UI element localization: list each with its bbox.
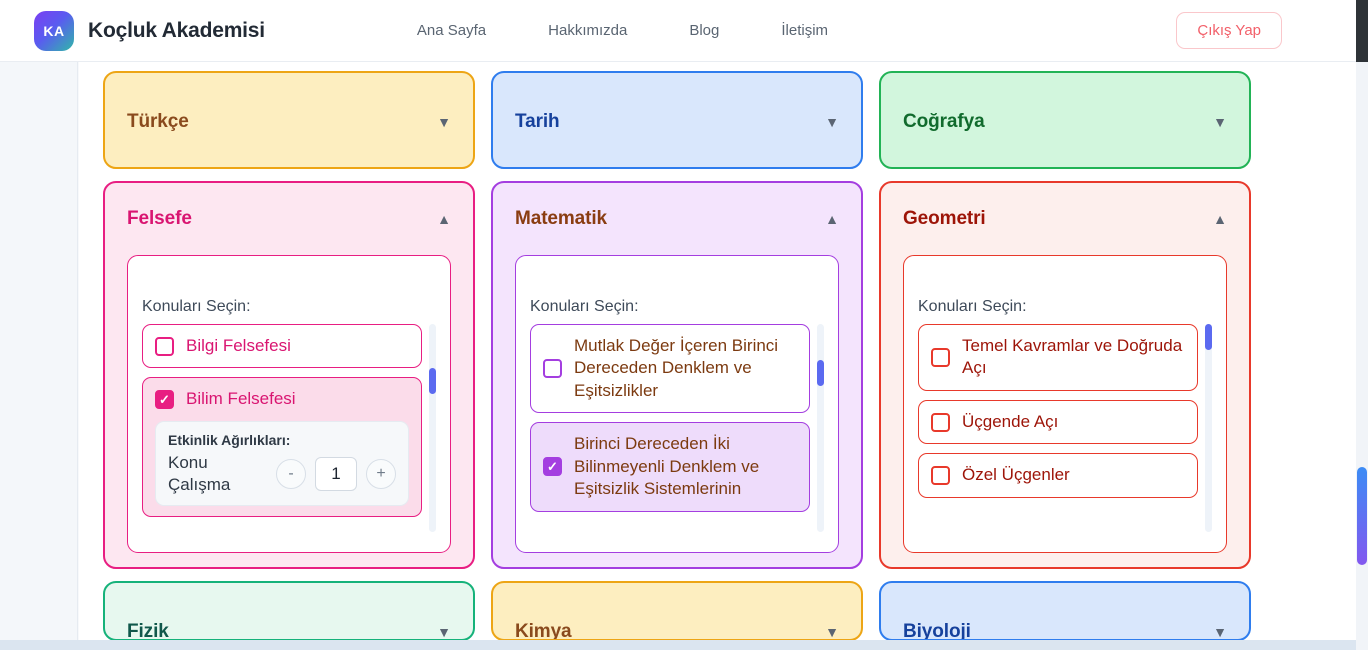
brand-title: Koçluk Akademisi	[88, 18, 265, 42]
card-title-tarih: Tarih	[515, 111, 560, 132]
scrollbar-track[interactable]	[817, 324, 824, 532]
subject-card-geometri[interactable]: Geometri ▲ Konuları Seçin: Temel Kavraml…	[879, 181, 1251, 569]
topic-item[interactable]: ✓ Birinci Dereceden İki Bilinmeyenli Den…	[530, 422, 810, 512]
nav-link-ana-sayfa[interactable]: Ana Sayfa	[416, 22, 487, 39]
scrollbar-thumb[interactable]	[817, 360, 824, 386]
scrollbar-thumb[interactable]	[1205, 324, 1212, 350]
card-title-geometri: Geometri	[903, 208, 986, 229]
subject-card-turkce[interactable]: Türkçe ▼	[103, 71, 475, 169]
topic-panel-felsefe: Konuları Seçin: Bilgi Felsefesi ✓ Bilim …	[127, 255, 451, 553]
subject-card-felsefe[interactable]: Felsefe ▲ Konuları Seçin: Bilgi Felsefes…	[103, 181, 475, 569]
card-title-turkce: Türkçe	[127, 111, 189, 132]
topic-item[interactable]: Özel Üçgenler	[918, 453, 1198, 498]
topic-panel-matematik: Konuları Seçin: Mutlak Değer İçeren Biri…	[515, 255, 839, 553]
topic-item[interactable]: Bilgi Felsefesi	[142, 324, 422, 369]
card-header-matematik[interactable]: Matematik ▲	[493, 183, 861, 255]
window-edge-strip	[1356, 0, 1368, 62]
checkbox-icon[interactable]: ✓	[543, 457, 562, 477]
left-gutter	[0, 62, 78, 650]
card-header-tarih[interactable]: Tarih ▼	[493, 73, 861, 171]
logo-icon: KA	[34, 10, 74, 51]
topic-item[interactable]: Mutlak Değer İçeren Birinci Dereceden De…	[530, 324, 810, 414]
topic-label: Bilim Felsefesi	[186, 389, 296, 409]
card-header-geometri[interactable]: Geometri ▲	[881, 183, 1249, 255]
chevron-down-icon[interactable]: ▼	[825, 624, 839, 640]
topic-label: Bilgi Felsefesi	[186, 336, 291, 355]
chevron-up-icon[interactable]: ▲	[825, 211, 839, 227]
decrement-button[interactable]: -	[276, 458, 306, 489]
checkbox-icon[interactable]	[543, 359, 562, 379]
scrollbar-track[interactable]	[429, 324, 436, 532]
topic-label: Üçgende Açı	[962, 411, 1059, 431]
subject-card-biyoloji[interactable]: Biyoloji ▼	[879, 581, 1251, 641]
browser-horizontal-scrollbar[interactable]	[0, 640, 1356, 650]
quantity-input[interactable]	[315, 456, 357, 491]
chevron-down-icon[interactable]: ▼	[437, 624, 451, 640]
topic-label: Temel Kavramlar ve Doğruda Açı	[962, 336, 1183, 378]
main-navigation: Ana Sayfa Hakkımızda Blog İletişim	[417, 22, 828, 39]
card-title-fizik: Fizik	[127, 621, 169, 641]
subject-card-cografya[interactable]: Coğrafya ▼	[879, 71, 1251, 169]
card-title-matematik: Matematik	[515, 208, 608, 229]
card-header-felsefe[interactable]: Felsefe ▲	[105, 183, 473, 255]
scrollbar-track[interactable]	[1205, 324, 1212, 532]
subject-card-fizik[interactable]: Fizik ▼	[103, 581, 475, 641]
topic-label: Birinci Dereceden İki Bilinmeyenli Denkl…	[574, 434, 760, 499]
weight-name: Konu Çalışma	[168, 452, 231, 494]
card-title-biyoloji: Biyoloji	[903, 621, 971, 641]
logout-button[interactable]: Çıkış Yap	[1176, 12, 1282, 49]
checkbox-icon[interactable]	[931, 347, 950, 367]
subject-card-kimya[interactable]: Kimya ▼	[491, 581, 863, 641]
topic-item[interactable]: ✓ Bilim Felsefesi Etkinlik Ağırlıkları: …	[142, 377, 422, 518]
select-topics-label: Konuları Seçin:	[918, 298, 1027, 315]
select-topics-label: Konuları Seçin:	[530, 298, 639, 315]
subject-card-matematik[interactable]: Matematik ▲ Konuları Seçin: Mutlak Değer…	[491, 181, 863, 569]
chevron-up-icon[interactable]: ▲	[437, 211, 451, 227]
chevron-down-icon[interactable]: ▼	[1213, 624, 1227, 640]
brand[interactable]: KA Koçluk Akademisi	[34, 10, 265, 51]
topic-panel-geometri: Konuları Seçin: Temel Kavramlar ve Doğru…	[903, 255, 1227, 553]
card-header-biyoloji[interactable]: Biyoloji ▼	[881, 583, 1249, 641]
checkbox-icon[interactable]	[155, 336, 174, 356]
card-title-kimya: Kimya	[515, 621, 572, 641]
topic-scroll-matematik[interactable]: Mutlak Değer İçeren Birinci Dereceden De…	[530, 324, 824, 532]
checkbox-icon[interactable]: ✓	[155, 390, 174, 410]
chevron-down-icon[interactable]: ▼	[825, 114, 839, 130]
checkbox-icon[interactable]	[931, 466, 950, 486]
card-title-cografya: Coğrafya	[903, 111, 985, 132]
quantity-stepper: - +	[276, 456, 396, 491]
activity-weights-panel: Etkinlik Ağırlıkları: Konu Çalışma - +	[155, 420, 409, 507]
select-topics-label: Konuları Seçin:	[142, 298, 251, 315]
card-header-kimya[interactable]: Kimya ▼	[493, 583, 861, 641]
card-header-cografya[interactable]: Coğrafya ▼	[881, 73, 1249, 171]
chevron-down-icon[interactable]: ▼	[1213, 114, 1227, 130]
topic-item[interactable]: Üçgende Açı	[918, 399, 1198, 445]
topic-item[interactable]: Temel Kavramlar ve Doğruda Açı	[918, 324, 1198, 391]
chevron-up-icon[interactable]: ▲	[1213, 211, 1227, 227]
topic-label: Özel Üçgenler	[962, 465, 1070, 485]
site-header: KA Koçluk Akademisi Ana Sayfa Hakkımızda…	[0, 0, 1356, 62]
scrollbar-thumb[interactable]	[429, 368, 436, 394]
chevron-down-icon[interactable]: ▼	[437, 114, 451, 130]
increment-button[interactable]: +	[366, 458, 396, 489]
card-header-turkce[interactable]: Türkçe ▼	[105, 73, 473, 171]
card-title-felsefe: Felsefe	[127, 208, 192, 229]
browser-vertical-scrollbar-thumb[interactable]	[1357, 467, 1367, 565]
subject-card-grid: Türkçe ▼ Tarih ▼ Coğrafya ▼	[103, 71, 1273, 641]
topic-label: Mutlak Değer İçeren Birinci Dereceden De…	[574, 336, 779, 400]
nav-link-hakkimizda[interactable]: Hakkımızda	[548, 22, 628, 39]
topic-scroll-geometri[interactable]: Temel Kavramlar ve Doğruda Açı Üçgende A…	[918, 324, 1212, 532]
card-header-fizik[interactable]: Fizik ▼	[105, 583, 473, 641]
topic-scroll-felsefe[interactable]: Bilgi Felsefesi ✓ Bilim Felsefesi Etkinl…	[142, 324, 436, 532]
subject-card-tarih[interactable]: Tarih ▼	[491, 71, 863, 169]
weights-title: Etkinlik Ağırlıkları:	[168, 431, 291, 448]
weight-row: Konu Çalışma - +	[168, 452, 396, 496]
nav-link-iletisim[interactable]: İletişim	[781, 22, 829, 39]
checkbox-icon[interactable]	[931, 412, 950, 432]
nav-link-blog[interactable]: Blog	[689, 22, 720, 39]
browser-vertical-scrollbar-track[interactable]	[1356, 62, 1368, 650]
content-area: Türkçe ▼ Tarih ▼ Coğrafya ▼	[79, 62, 1356, 650]
